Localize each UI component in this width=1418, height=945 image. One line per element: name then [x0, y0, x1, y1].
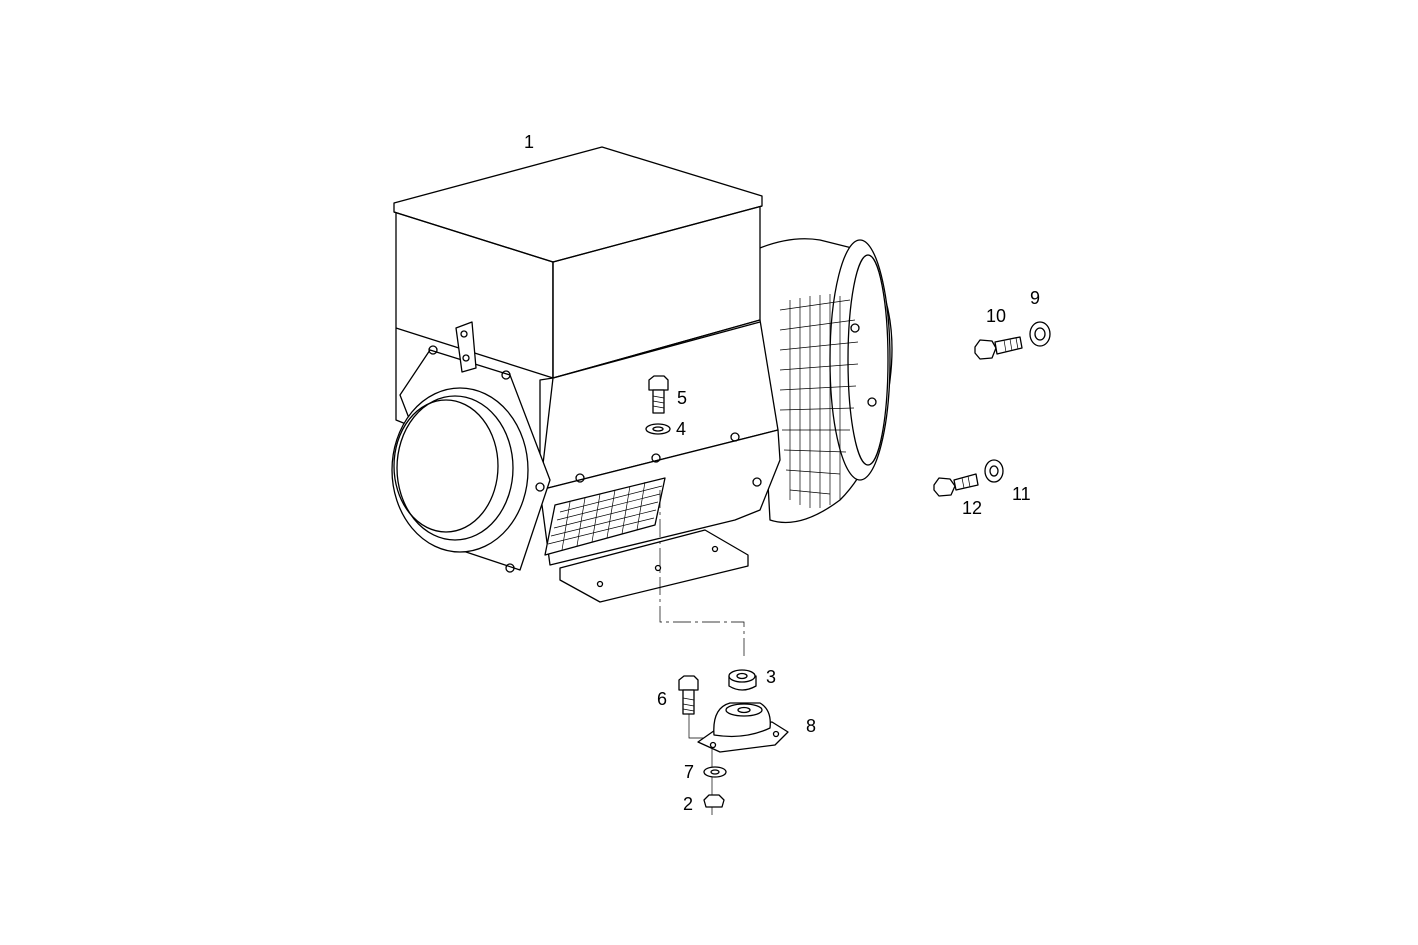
callout-2[interactable]: 2: [683, 794, 694, 814]
callout-9[interactable]: 9: [1030, 288, 1041, 308]
callout-6[interactable]: 6: [657, 689, 668, 709]
callout-11[interactable]: 11: [1012, 484, 1031, 504]
callout-10[interactable]: 10: [986, 306, 1007, 326]
spacer-3-drawing: [728, 669, 757, 691]
callout-5[interactable]: 5: [677, 388, 688, 408]
washer-4-drawing: [645, 423, 671, 435]
callout-1[interactable]: 1: [524, 132, 535, 152]
washer-11-drawing: [984, 459, 1004, 483]
washer-9-drawing: [1029, 321, 1051, 347]
washer-7-drawing: [703, 766, 727, 778]
bolt-12-drawing: [933, 473, 979, 497]
callout-7[interactable]: 7: [684, 762, 695, 782]
callout-4[interactable]: 4: [676, 419, 687, 439]
bolt-5-drawing: [648, 375, 669, 414]
callout-12[interactable]: 12: [962, 498, 983, 518]
mount-8-drawing: [697, 702, 789, 753]
callout-3[interactable]: 3: [766, 667, 777, 687]
bolt-6-drawing: [678, 675, 699, 715]
bolt-10-drawing: [974, 336, 1023, 360]
alternator-drawing: [391, 146, 893, 815]
nut-2-drawing: [703, 794, 725, 808]
callout-8[interactable]: 8: [806, 716, 817, 736]
